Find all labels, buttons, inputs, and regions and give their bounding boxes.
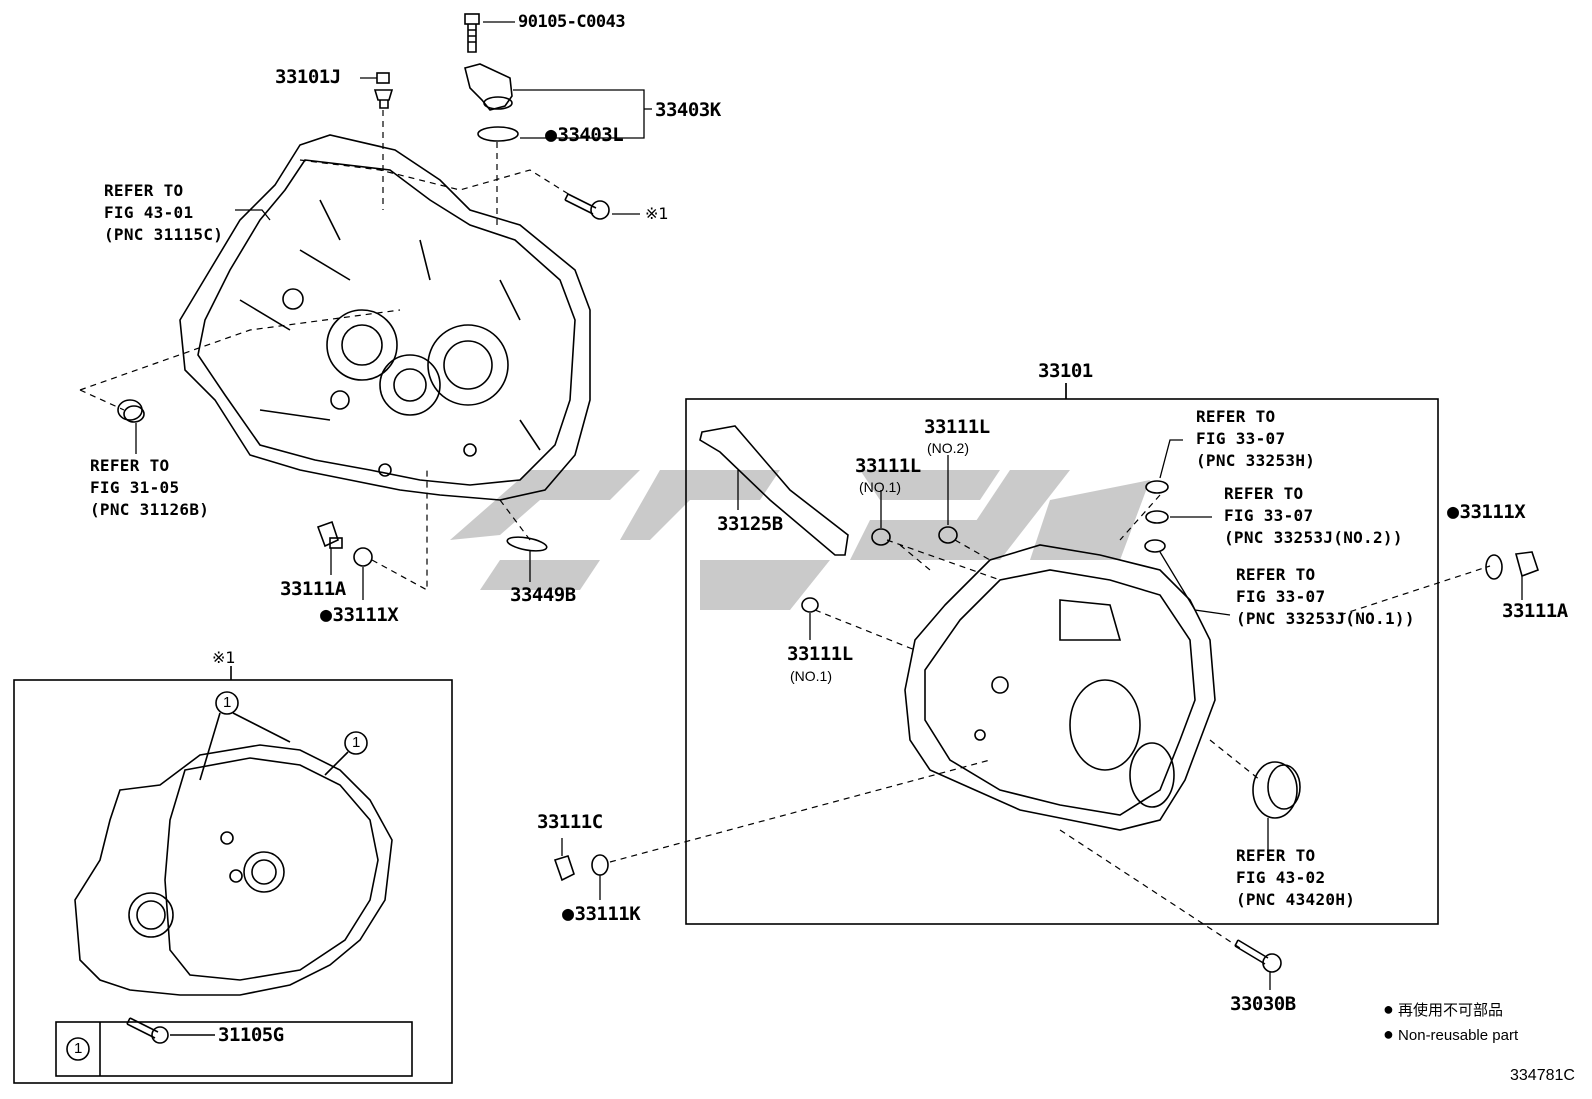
- legend-en-text: Non-reusable part: [1398, 1027, 1519, 1044]
- figure-number: 334781C: [1510, 1067, 1575, 1084]
- speed-sensor-33403K-drawing: [464, 63, 513, 111]
- bolt-33030B-drawing: [1234, 939, 1282, 973]
- part-label-90105-C0043[interactable]: 90105-C0043: [518, 12, 626, 32]
- lever-33125B-drawing: [699, 425, 849, 556]
- gasket-33111X-right-drawing: [1485, 554, 1503, 580]
- sub-label-no1-b: (NO.1): [790, 668, 832, 684]
- part-label-33125B[interactable]: 33125B: [717, 513, 783, 535]
- part-label-33111X-right[interactable]: 33111X: [1447, 500, 1526, 523]
- seal-33449B-drawing: [506, 536, 548, 552]
- part-label-33403K[interactable]: 33403K: [655, 99, 721, 121]
- leader-lines: [135, 21, 1523, 990]
- legend-bullet-icon: ●: [1383, 999, 1394, 1019]
- circle-marker-1-left: [215, 691, 239, 715]
- plug-33111A-left-drawing: [316, 520, 343, 549]
- oil-seal-43420H-drawing: [1252, 761, 1301, 819]
- ref-fig-33-07-h[interactable]: REFER TO FIG 33-07 (PNC 33253H): [1196, 407, 1316, 470]
- part-label-33101J[interactable]: 33101J: [275, 66, 341, 88]
- ref-fig-33-07-j1[interactable]: REFER TO FIG 33-07 (PNC 33253J(NO.1)): [1236, 565, 1415, 628]
- legend-nonreusable-jp: ● 再使用不可部品: [1383, 1000, 1503, 1020]
- plug-33111C-drawing: [553, 855, 575, 882]
- part-label-33111L-top[interactable]: 33111L: [924, 416, 990, 438]
- clutch-housing-drawing: [179, 134, 591, 501]
- part-label-33111A-left[interactable]: 33111A: [280, 578, 346, 600]
- dashed-guide-lines: [79, 110, 1491, 949]
- stud-33101J-drawing: [373, 72, 394, 109]
- part-label-33403L[interactable]: 33403L: [545, 123, 624, 146]
- part-label-31105G[interactable]: 31105G: [218, 1024, 284, 1046]
- ref-fig-31-05[interactable]: REFER TO FIG 31-05 (PNC 31126B): [90, 456, 210, 519]
- ref-fig-43-02[interactable]: REFER TO FIG 43-02 (PNC 43420H): [1236, 846, 1356, 909]
- watermark-logo: [450, 470, 1150, 610]
- circle-marker-1-right: [344, 731, 368, 755]
- transmission-case-box: [685, 398, 1439, 925]
- part-label-33111A-right[interactable]: 33111A: [1502, 600, 1568, 622]
- bolt-31105G-drawing: [126, 1017, 215, 1044]
- inset-table: [55, 1021, 413, 1077]
- bolt-90105-drawing: [464, 13, 480, 53]
- part-label-33101[interactable]: 33101: [1038, 360, 1093, 382]
- marker-star1-box: ※1: [212, 648, 236, 667]
- ref-fig-33-07-j2[interactable]: REFER TO FIG 33-07 (PNC 33253J(NO.2)): [1224, 484, 1403, 547]
- gasket-33111X-left-drawing: [353, 547, 373, 567]
- part-label-33449B[interactable]: 33449B: [510, 584, 576, 606]
- sub-label-no2: (NO.2): [927, 440, 969, 456]
- legend-bullet-icon: ●: [1383, 1024, 1394, 1044]
- part-label-33030B[interactable]: 33030B: [1230, 993, 1296, 1015]
- part-label-33111K[interactable]: 33111K: [562, 902, 641, 925]
- ref-fig-43-01[interactable]: REFER TO FIG 43-01 (PNC 31115C): [104, 181, 224, 244]
- legend-jp-text: 再使用不可部品: [1398, 1002, 1504, 1019]
- circle-1-table-text: 1: [74, 1040, 83, 1057]
- sub-label-no1-a: (NO.1): [859, 479, 901, 495]
- marker-star1-bolt: ※1: [645, 204, 669, 223]
- part-label-33111L-low[interactable]: 33111L: [787, 643, 853, 665]
- inset-housing-drawing: [74, 744, 393, 996]
- legend-nonreusable-en: ● Non-reusable part: [1383, 1025, 1518, 1045]
- plug-33111A-right-drawing: [1514, 551, 1540, 578]
- plug-31126B-drawing: [117, 399, 145, 423]
- part-label-33111X-left[interactable]: 33111X: [320, 603, 399, 626]
- part-label-33111C[interactable]: 33111C: [537, 811, 603, 833]
- circle-marker-1-table: [66, 1037, 90, 1061]
- transmission-case-drawing: [904, 544, 1216, 831]
- circle-1-left-text: 1: [223, 694, 232, 711]
- circle-1-right-text: 1: [352, 734, 361, 751]
- part-label-33111L-mid[interactable]: 33111L: [855, 455, 921, 477]
- bolt-star1-drawing: [564, 193, 610, 220]
- inset-box: [13, 679, 453, 1084]
- gasket-33111K-drawing: [591, 854, 609, 876]
- o-ring-33403L-drawing: [477, 126, 519, 142]
